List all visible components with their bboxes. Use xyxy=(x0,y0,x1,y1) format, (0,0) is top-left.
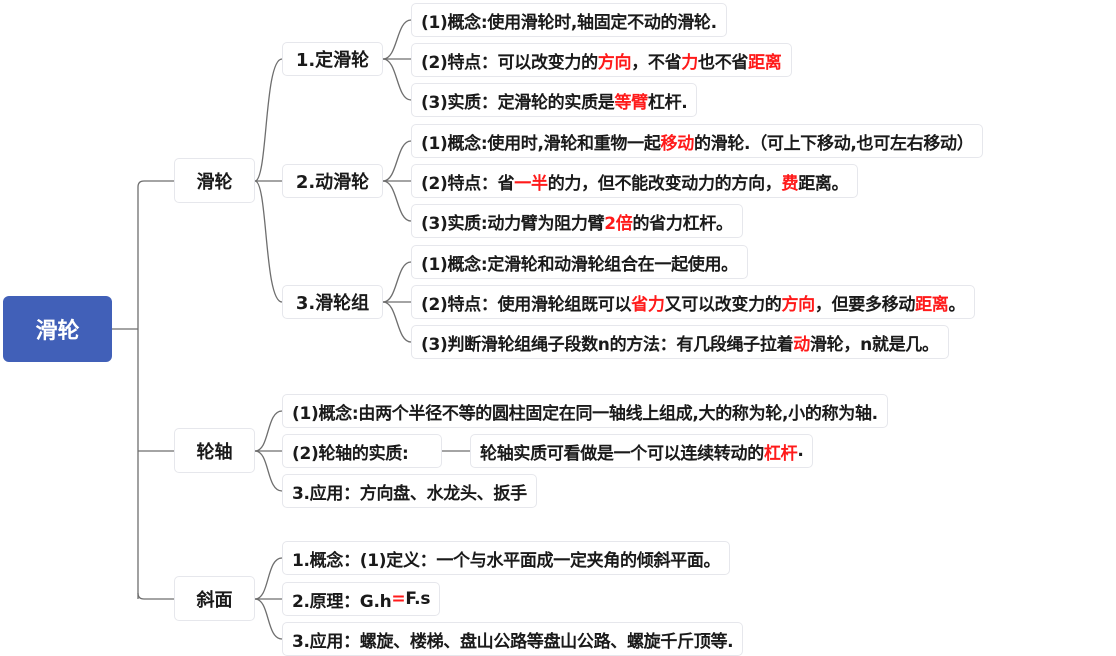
leaf-text: (2)特点：可以改变力的 xyxy=(421,52,598,73)
leaf-node[interactable]: 2.原理：G.h=F.s xyxy=(282,582,441,616)
highlight-text: 一半 xyxy=(514,173,548,194)
leaf-text: . xyxy=(797,441,804,461)
leaf-text: (1)概念:定滑轮和动滑轮组合在一起使用。 xyxy=(421,254,738,275)
highlight-text: 2倍 xyxy=(604,213,633,234)
leaf-text: 的省力杠杆。 xyxy=(632,213,734,234)
leaf-node[interactable]: (1)概念:由两个半径不等的圆柱固定在同一轴线上组成,大的称为轮,小的称为轴. xyxy=(282,394,888,428)
leaf-text: 1.概念：(1)定义：一个与水平面成一定夹角的倾斜平面。 xyxy=(292,550,721,571)
leaf-text: 轮轴实质可看做是一个可以连续转动的 xyxy=(480,443,764,464)
subtopic-fixed-pulley[interactable]: 1.定滑轮 xyxy=(282,42,383,76)
leaf-text: 的滑轮.（可上下移动,也可左右移动） xyxy=(693,133,974,154)
leaf-node[interactable]: (1)概念:定滑轮和动滑轮组合在一起使用。 xyxy=(411,245,748,279)
leaf-text: (1)概念:使用滑轮时,轴固定不动的滑轮. xyxy=(421,12,717,33)
topic-label: 斜面 xyxy=(196,589,233,611)
topic-label: 轮轴 xyxy=(196,441,233,463)
leaf-node[interactable]: (2)特点：使用滑轮组既可以省力又可以改变力的方向，但要多移动距离。 xyxy=(411,285,976,319)
leaf-node[interactable]: (1)概念:使用时,滑轮和重物一起移动的滑轮.（可上下移动,也可左右移动） xyxy=(411,124,984,158)
leaf-text: 距离。 xyxy=(798,173,849,194)
leaf-text: (2)特点：省 xyxy=(421,173,515,194)
highlight-text: 距离 xyxy=(915,294,949,315)
leaf-text: (3)判断滑轮组绳子段数n的方法：有几段绳子拉着 xyxy=(421,334,794,355)
highlight-text: 杠杆 xyxy=(763,443,798,464)
highlight-text: 力 xyxy=(681,52,698,73)
leaf-node[interactable]: (2)轮轴的实质: xyxy=(282,434,442,468)
leaf-text: 杠杆. xyxy=(647,92,688,113)
leaf-node[interactable]: 3.应用：方向盘、水龙头、扳手 xyxy=(282,474,537,508)
highlight-text: = xyxy=(391,589,406,609)
leaf-node[interactable]: 1.概念：(1)定义：一个与水平面成一定夹角的倾斜平面。 xyxy=(282,541,731,575)
leaf-text: 滑轮，n就是几。 xyxy=(809,334,939,355)
topic-wheel-axle[interactable]: 轮轴 xyxy=(174,428,255,473)
leaf-node[interactable]: 轮轴实质可看做是一个可以连续转动的杠杆. xyxy=(470,434,814,468)
leaf-text: 3.应用：螺旋、楼梯、盘山公路等盘山公路、螺旋千斤顶等. xyxy=(292,631,734,652)
leaf-node[interactable]: (2)特点：可以改变力的方向，不省力也不省距离 xyxy=(411,43,792,77)
leaf-node[interactable]: (2)特点：省一半的力，但不能改变动力的方向，费距离。 xyxy=(411,164,859,198)
topic-label: 滑轮 xyxy=(196,171,233,193)
leaf-text: 的力，但不能改变动力的方向， xyxy=(547,173,782,194)
leaf-text: 也不省 xyxy=(698,52,749,73)
subtopic-label: 2.动滑轮 xyxy=(295,172,370,193)
leaf-text: 又可以改变力的 xyxy=(664,294,782,315)
subtopic-movable-pulley[interactable]: 2.动滑轮 xyxy=(282,164,383,198)
highlight-text: 动 xyxy=(793,334,810,355)
leaf-node[interactable]: (3)判断滑轮组绳子段数n的方法：有几段绳子拉着动滑轮，n就是几。 xyxy=(411,325,949,359)
leaf-text: (3)实质：定滑轮的实质是 xyxy=(421,92,615,113)
leaf-text: ，不省 xyxy=(631,52,682,73)
highlight-text: 方向 xyxy=(781,294,815,315)
subtopic-label: 1.定滑轮 xyxy=(295,50,370,71)
highlight-text: 距离 xyxy=(748,52,782,73)
leaf-text: ，但要多移动 xyxy=(814,294,916,315)
leaf-text: (1)概念:由两个半径不等的圆柱固定在同一轴线上组成,大的称为轮,小的称为轴. xyxy=(292,403,878,424)
leaf-text: 3.应用：方向盘、水龙头、扳手 xyxy=(292,483,527,504)
leaf-node[interactable]: (1)概念:使用滑轮时,轴固定不动的滑轮. xyxy=(411,3,727,37)
highlight-text: 移动 xyxy=(660,133,695,154)
subtopic-label: 3.滑轮组 xyxy=(295,293,370,314)
root-label: 滑轮 xyxy=(35,319,80,344)
highlight-text: 等臂 xyxy=(614,92,648,113)
leaf-text: (3)实质:动力臂为阻力臂 xyxy=(421,213,605,234)
subtopic-pulley-block[interactable]: 3.滑轮组 xyxy=(282,285,383,319)
leaf-text: (2)轮轴的实质: xyxy=(292,443,409,464)
topic-pulley[interactable]: 滑轮 xyxy=(174,158,255,203)
leaf-text: 。 xyxy=(948,294,966,315)
leaf-text: F.s xyxy=(405,589,431,609)
leaf-text: (2)特点：使用滑轮组既可以 xyxy=(421,294,632,315)
leaf-text: (1)概念:使用时,滑轮和重物一起 xyxy=(421,133,661,154)
topic-incline[interactable]: 斜面 xyxy=(174,576,255,621)
leaf-node[interactable]: (3)实质：定滑轮的实质是等臂杠杆. xyxy=(411,83,698,117)
highlight-text: 省力 xyxy=(631,294,665,315)
leaf-text: 2.原理：G.h xyxy=(292,591,392,612)
highlight-text: 方向 xyxy=(597,52,632,73)
root-node[interactable]: 滑轮 xyxy=(3,296,112,362)
highlight-text: 费 xyxy=(781,173,799,194)
leaf-node[interactable]: 3.应用：螺旋、楼梯、盘山公路等盘山公路、螺旋千斤顶等. xyxy=(282,622,744,656)
